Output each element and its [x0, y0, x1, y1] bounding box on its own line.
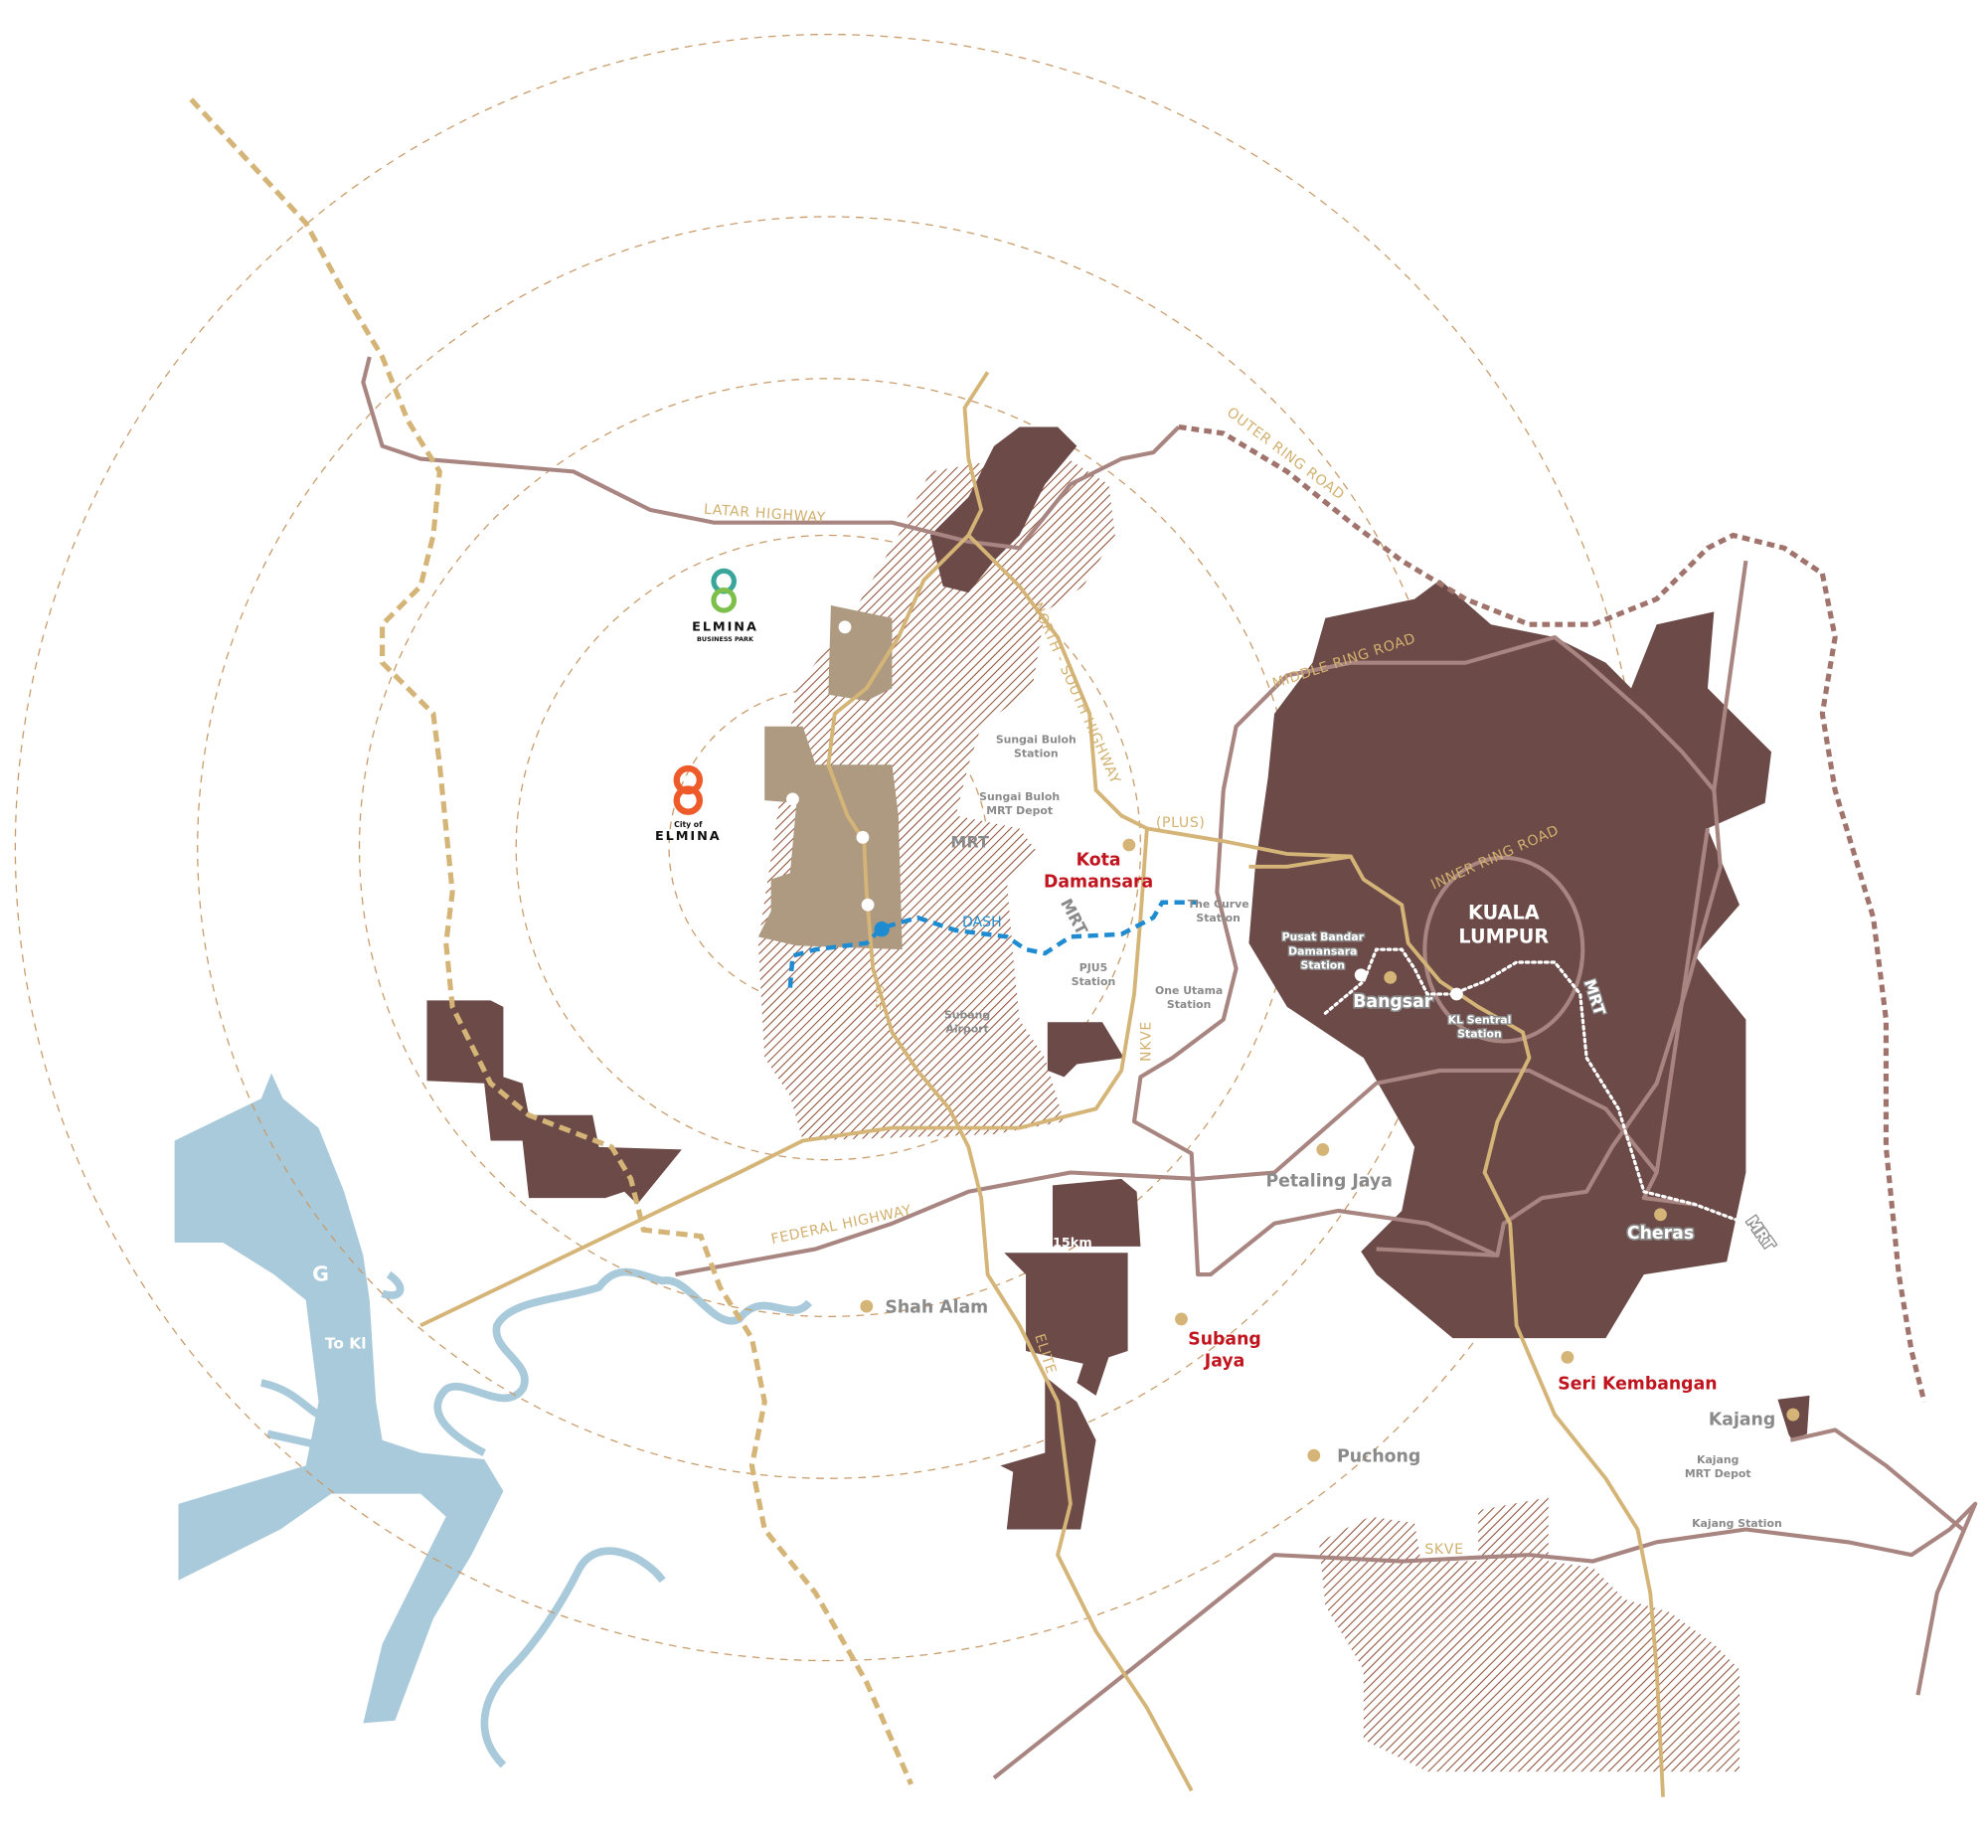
town-markers: [860, 838, 1800, 1462]
station-dot[interactable]: [1449, 987, 1463, 1001]
inner-ring-road-path: [1422, 855, 1585, 1044]
mrt-line: [1323, 947, 1792, 1442]
partial-place-label: G: [312, 1261, 329, 1285]
city-of-elmina-logo[interactable]: City of ELMINA: [655, 764, 722, 844]
shah-alam-area: [1004, 1253, 1128, 1396]
svg-text:Seri Kembangan: Seri Kembangan: [1558, 1374, 1717, 1394]
outer-ring-road-label: OUTER RING ROAD: [1224, 405, 1348, 503]
station-dot[interactable]: [786, 792, 799, 806]
latar-highway-road: [361, 356, 1181, 551]
svg-text:City of: City of: [674, 820, 703, 829]
estuary: [174, 1073, 504, 1724]
skve-road: [992, 1501, 1978, 1780]
area-15km: [1052, 1178, 1141, 1247]
roads-highway: [419, 371, 1665, 1797]
distance-label: 15km: [1053, 1236, 1092, 1251]
logo-mark-bottom: [711, 588, 738, 613]
urban-areas: [426, 426, 1810, 1530]
svg-text:ELMINA: ELMINA: [655, 829, 722, 844]
dashed-highway: [189, 97, 914, 1785]
svg-text:Petaling Jaya: Petaling Jaya: [1265, 1172, 1392, 1192]
to-kl-label: To Kl: [325, 1334, 367, 1352]
logo-mark-bottom: [673, 785, 704, 815]
skve-label: SKVE: [1424, 1542, 1463, 1558]
sungai-buloh-area: [929, 426, 1077, 593]
mrt-label: MRT: [950, 833, 989, 852]
station-dot[interactable]: [838, 620, 852, 634]
svg-text:Cheras: Cheras: [1627, 1224, 1694, 1244]
elmina-land: [757, 604, 903, 950]
rivers: [259, 1267, 813, 1768]
subang-area: [1047, 1022, 1124, 1078]
south-area: [1000, 1376, 1096, 1530]
svg-text:Bangsar: Bangsar: [1353, 992, 1433, 1012]
svg-text:ELMINA: ELMINA: [692, 620, 758, 635]
plus-label: (PLUS): [1156, 815, 1206, 831]
dash-label: DASH: [962, 915, 1002, 930]
svg-text:Kajang Station: Kajang Station: [1692, 1517, 1782, 1530]
station-dot[interactable]: [1354, 968, 1368, 982]
station-dot[interactable]: [856, 830, 870, 844]
label: Sungai Buloh: [996, 733, 1077, 746]
station-markers: [786, 620, 1463, 1001]
svg-text:Shah Alam: Shah Alam: [885, 1298, 988, 1318]
dash-station-dot[interactable]: [874, 921, 890, 937]
federal-highway-road: [675, 828, 1710, 1277]
station-dot[interactable]: [861, 898, 875, 912]
mrt-label: MRT: [1742, 1213, 1778, 1254]
gce-label: GCE: [873, 985, 887, 1011]
water-bodies: [174, 1073, 504, 1724]
svg-text:Puchong: Puchong: [1337, 1447, 1420, 1467]
elmina-business-park-logo[interactable]: ELMINA BUSINESS PARK: [692, 568, 758, 643]
svg-text:Kajang: Kajang: [1709, 1410, 1775, 1429]
dash-line: [787, 900, 1199, 988]
kuala-lumpur-area: [1248, 580, 1772, 1339]
svg-text:BUSINESS PARK: BUSINESS PARK: [697, 635, 754, 643]
outer-ring-road-path: [1178, 423, 1927, 1403]
nkve-label: NKVE: [1139, 1021, 1155, 1062]
hatched-zone-putrajaya: [1318, 1497, 1740, 1772]
mrt-label: MRT: [1057, 896, 1091, 938]
roads-secondary: [361, 356, 1978, 1780]
